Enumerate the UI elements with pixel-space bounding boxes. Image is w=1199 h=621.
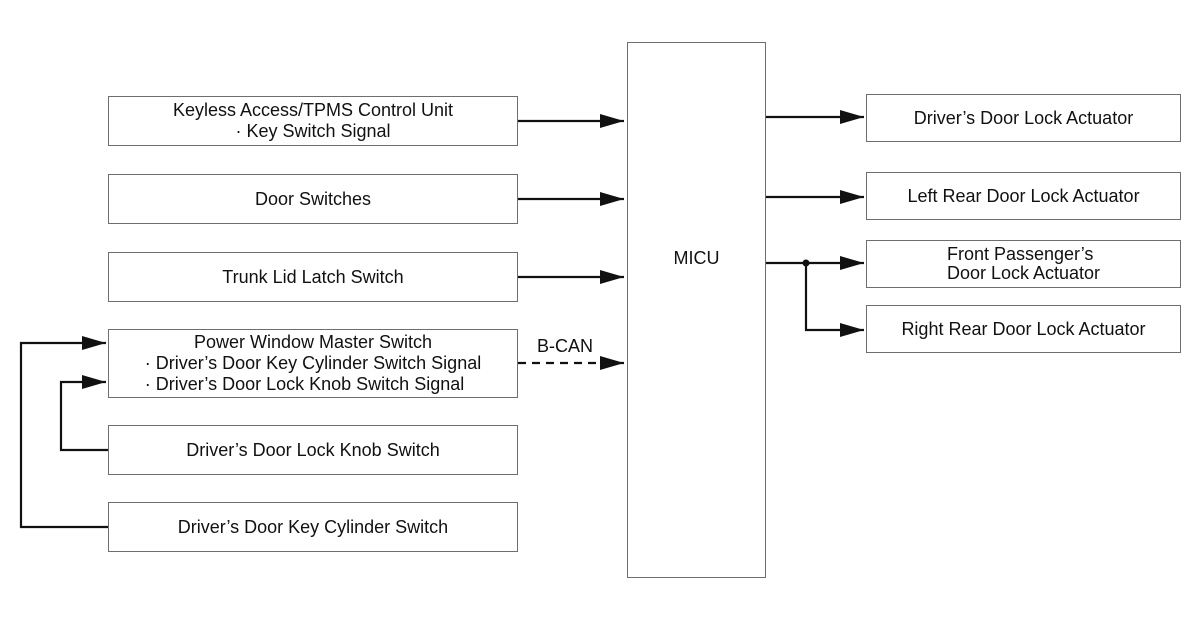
driver-actuator-title: Driver’s Door Lock Actuator [913, 107, 1134, 128]
keyless-tpms-box: Keyless Access/TPMS Control Unit · Key S… [108, 96, 518, 146]
trunk-latch-box: Trunk Lid Latch Switch [108, 252, 518, 302]
keyless-title: Keyless Access/TPMS Control Unit [172, 100, 454, 120]
junction-dot [802, 259, 810, 267]
key-cylinder-switch-box: Driver’s Door Key Cylinder Switch [108, 502, 518, 552]
right-rear-door-lock-actuator-box: Right Rear Door Lock Actuator [866, 305, 1181, 353]
front-passenger-line-1: Front Passenger’s [946, 244, 1094, 264]
bcan-label: B-CAN [537, 336, 594, 356]
micu-label: MICU [673, 248, 720, 268]
power-window-master-box: Power Window Master Switch · Driver’s Do… [108, 329, 518, 398]
pwms-detail-2: · Driver’s Door Lock Knob Switch Signal [144, 374, 465, 394]
front-passenger-line-2: Door Lock Actuator [946, 263, 1101, 283]
lock-knob-title: Driver’s Door Lock Knob Switch [186, 439, 440, 460]
left-rear-door-lock-actuator-box: Left Rear Door Lock Actuator [866, 172, 1181, 220]
front-passenger-door-lock-actuator-box: Front Passenger’s Door Lock Actuator [866, 240, 1181, 288]
driver-door-lock-actuator-box: Driver’s Door Lock Actuator [866, 94, 1181, 142]
keyless-detail: · Key Switch Signal [235, 121, 391, 141]
left-rear-actuator-title: Left Rear Door Lock Actuator [907, 185, 1140, 206]
right-rear-actuator-title: Right Rear Door Lock Actuator [901, 318, 1146, 339]
micu-to-right-rear-line [804, 263, 864, 337]
pwms-detail-1: · Driver’s Door Key Cylinder Switch Sign… [144, 353, 482, 373]
key-cylinder-feedback-line [19, 336, 109, 529]
key-cylinder-title: Driver’s Door Key Cylinder Switch [177, 516, 449, 537]
micu-box: MICU [627, 42, 766, 578]
door-switches-title: Door Switches [254, 188, 372, 209]
pwms-title: Power Window Master Switch [193, 332, 433, 352]
door-switches-box: Door Switches [108, 174, 518, 224]
lock-knob-switch-box: Driver’s Door Lock Knob Switch [108, 425, 518, 475]
trunk-title: Trunk Lid Latch Switch [222, 266, 404, 287]
lock-knob-feedback-line [59, 375, 109, 452]
